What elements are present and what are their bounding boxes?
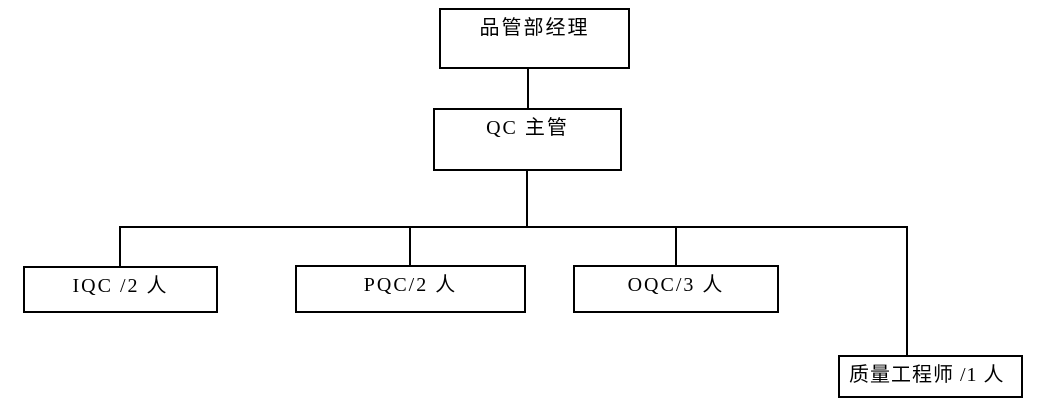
node-oqc: OQC/3 人: [573, 265, 779, 313]
node-pqc-label: PQC/2 人: [363, 274, 458, 296]
node-manager: 品管部经理: [439, 8, 630, 69]
connector-manager-to-qc: [527, 69, 529, 108]
node-manager-label: 品管部经理: [479, 17, 590, 39]
node-oqc-label: OQC/3 人: [627, 274, 725, 296]
connector-qc-to-bus: [526, 171, 528, 226]
node-quality-engineer-label: 质量工程师 /1 人: [849, 364, 1005, 386]
node-iqc: IQC /2 人: [23, 266, 218, 313]
connector-bus-to-oqc: [675, 228, 677, 265]
node-qc-supervisor: QC 主管: [433, 108, 622, 171]
node-quality-engineer: 质量工程师 /1 人: [838, 355, 1023, 398]
connector-bus-to-pqc: [409, 228, 411, 265]
node-qc-supervisor-label: QC 主管: [486, 117, 569, 139]
connector-bus-to-iqc: [119, 228, 121, 266]
connector-bus-horizontal: [119, 226, 908, 228]
connector-bus-to-quality-engineer: [906, 228, 908, 355]
node-iqc-label: IQC /2 人: [72, 275, 169, 297]
node-pqc: PQC/2 人: [295, 265, 526, 313]
